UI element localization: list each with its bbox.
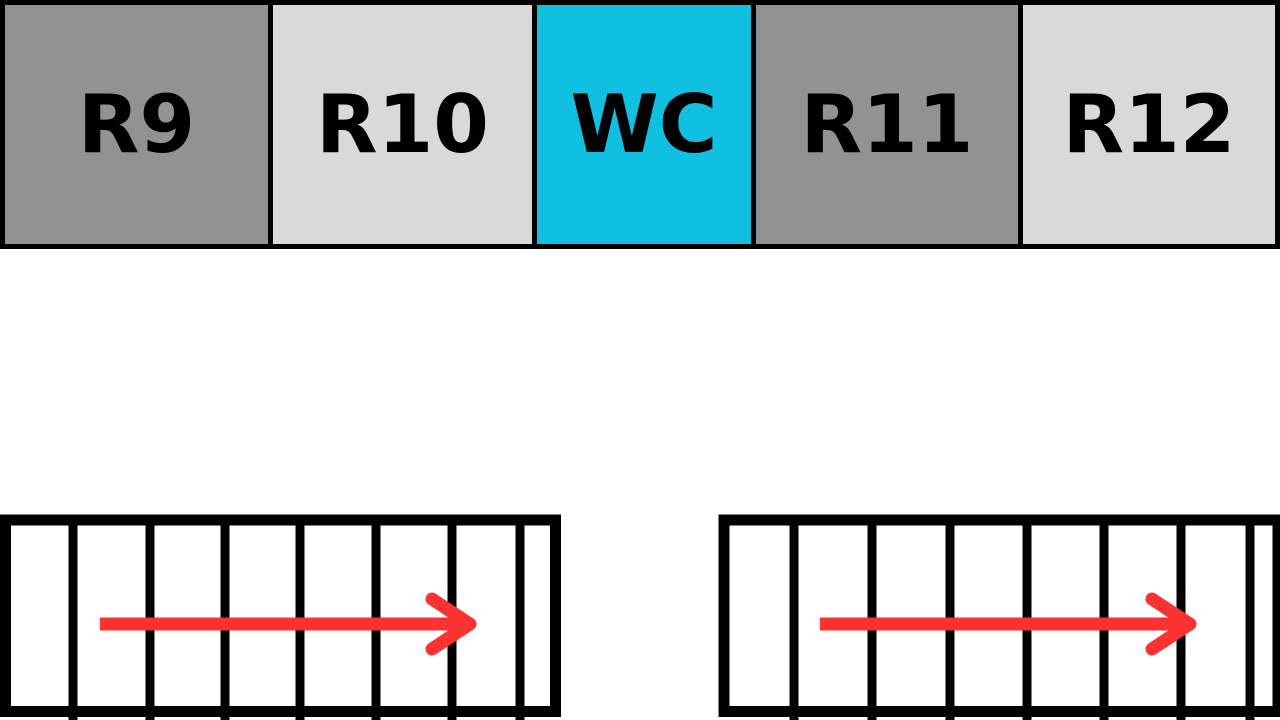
arrow-head — [1145, 592, 1197, 656]
direction-arrow-right-icon — [100, 592, 477, 656]
room-label-r11: R11 — [800, 77, 974, 171]
staircase-left — [0, 514, 561, 720]
room-label-r12: R12 — [1062, 77, 1236, 171]
room-cell-r11: R11 — [751, 5, 1018, 244]
room-label-r9: R9 — [77, 77, 196, 171]
direction-arrow-right-icon — [820, 592, 1197, 656]
room-cell-r10: R10 — [268, 5, 532, 244]
arrow-head — [425, 592, 477, 656]
room-cell-r12: R12 — [1018, 5, 1275, 244]
staircase-outline — [0, 514, 561, 717]
room-row: R9 R10 WC R11 R12 — [0, 0, 1280, 249]
staircase-right — [718, 514, 1280, 720]
room-label-wc: WC — [570, 77, 718, 171]
staircase-outline — [718, 514, 1280, 717]
room-cell-r9: R9 — [5, 5, 268, 244]
room-label-r10: R10 — [316, 77, 489, 171]
room-cell-wc: WC — [532, 5, 751, 244]
